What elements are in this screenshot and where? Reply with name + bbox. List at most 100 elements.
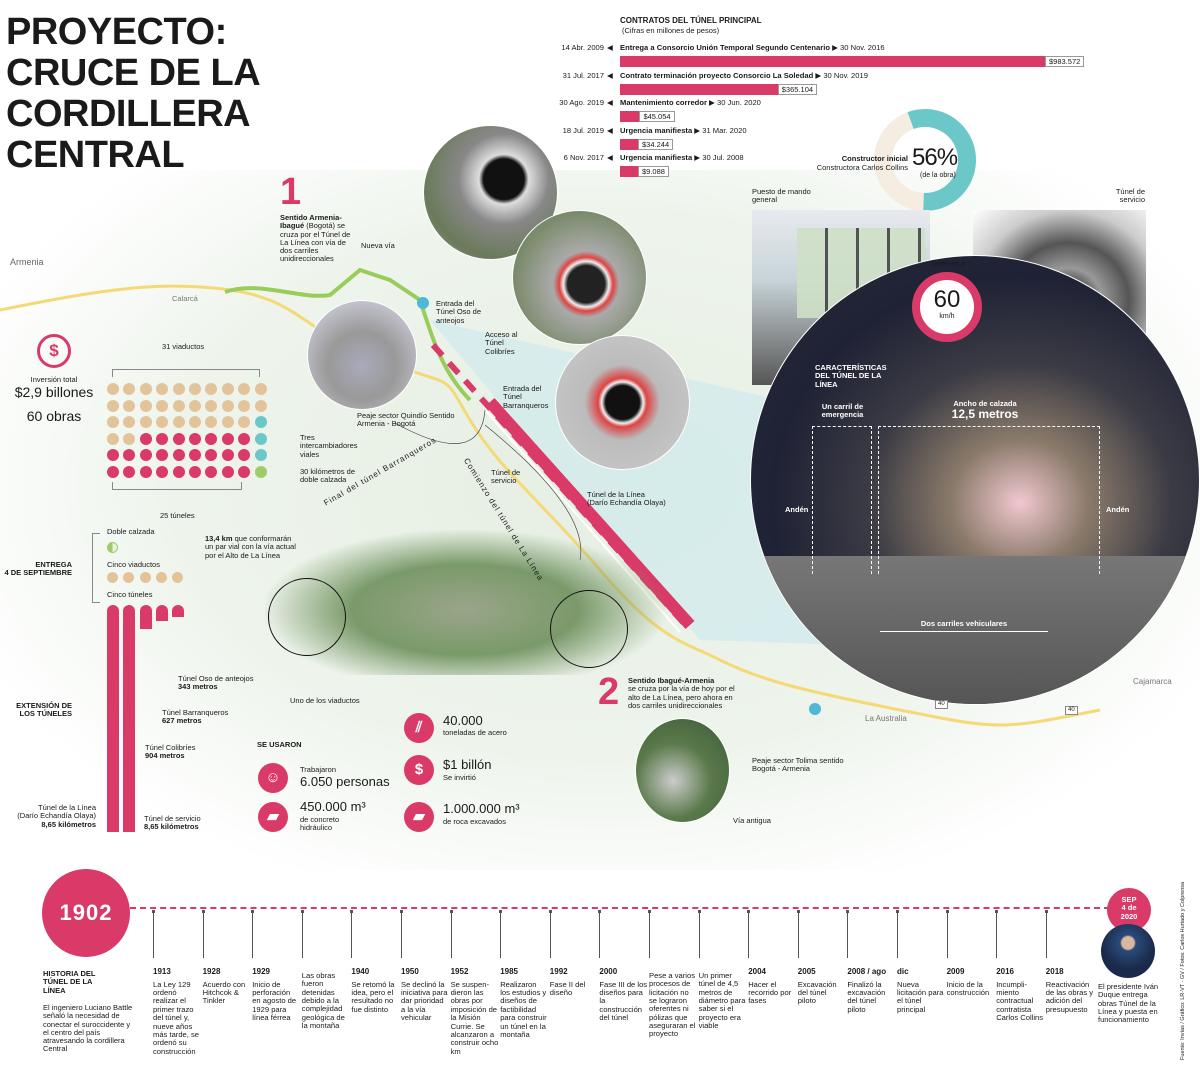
grid-dot — [107, 466, 119, 478]
grid-dot — [139, 383, 152, 395]
grid-dot — [254, 383, 267, 395]
contract-row: Entrega a Consorcio Unión Temporal Segun… — [620, 43, 885, 52]
timeline-item: Pese a varios procesos de licitación no … — [649, 968, 697, 1039]
timeline-tick — [598, 910, 602, 958]
grid-dot — [189, 383, 201, 395]
progress-donut — [874, 109, 976, 211]
grid-dot — [221, 466, 234, 478]
timeline-text: Inicio de perforación en agosto de 1929 … — [252, 979, 297, 1023]
timeline-item: Las obras fueron detenidas debido a la c… — [302, 968, 350, 1030]
timeline-tick — [449, 910, 453, 958]
timeline-year: 1952 — [450, 967, 469, 976]
t-name2: (Darío Echandía Olaya) — [17, 811, 96, 821]
timeline-text: Pese a varios procesos de licitación no … — [649, 971, 696, 1039]
grid-dot — [238, 383, 251, 395]
grid-dot — [172, 432, 185, 445]
arrow-left-icon: ◀ — [607, 153, 613, 162]
contract-row: Mantenimiento corredor ▶ 30 Jun. 2020 — [620, 98, 761, 107]
arrow-right-icon: ▶ — [692, 153, 703, 162]
workers-pre: Trabajaron — [300, 765, 336, 774]
grid-dot — [172, 383, 185, 395]
contract-end: 31 Mar. 2020 — [702, 125, 747, 135]
concrete-truck-icon: ▰ — [258, 802, 288, 832]
grid-dot — [123, 466, 136, 478]
grid-dot — [254, 399, 267, 412]
timeline-text: Las obras fueron detenidas debido a la c… — [301, 971, 345, 1031]
timeline-year: 1940 — [351, 967, 370, 976]
grid-dot — [156, 399, 169, 412]
emergency-lane-bracket — [812, 426, 872, 574]
timeline-tick — [896, 910, 899, 958]
steel-bars-icon: ⫽ — [404, 713, 434, 743]
grid-dot — [123, 432, 136, 445]
timeline-year: 2009 — [946, 967, 965, 976]
arrow-left-icon: ◀ — [607, 43, 613, 52]
route-40-sign: 40 — [1065, 706, 1078, 715]
grid-dot — [123, 449, 136, 462]
arrow-right-icon: ▶ — [706, 98, 717, 107]
arrow-right-icon: ▶ — [813, 70, 824, 80]
characteristics-heading: CARACTERÍSTICAS DEL TÚNEL DE LA LÍNEA — [815, 363, 887, 389]
contract-name: Mantenimiento corredor — [620, 98, 707, 107]
arrow-right-icon: ▶ — [829, 43, 841, 52]
steel-value: 40.000 — [443, 713, 483, 728]
grid-dot — [123, 416, 136, 429]
t-name: Túnel de servicio — [144, 814, 201, 823]
contract-value: $983.572 — [1045, 56, 1085, 67]
t-name: Túnel Barranqueros — [162, 708, 229, 717]
end-l3: 2020 — [1120, 911, 1138, 921]
t-name: Túnel Oso de anteojos — [178, 674, 254, 683]
timeline-tick — [648, 910, 651, 958]
city-armenia: Armenia — [10, 257, 44, 267]
grid-dot — [189, 416, 201, 429]
arrow-left-icon: ◀ — [607, 125, 613, 135]
grid-dot — [189, 466, 201, 478]
delivery-label-2: 4 DE SEPTIEMBRE — [4, 568, 72, 578]
new-road — [224, 267, 472, 402]
contracts-subtitle: (Cifras en millones de pesos) — [622, 26, 720, 35]
timeline-year: 2005 — [797, 967, 816, 976]
grid-dot — [172, 399, 185, 412]
money-icon: $ — [404, 755, 434, 785]
timeline-year: dic — [897, 967, 909, 976]
workers-value: 6.050 personas — [300, 774, 390, 789]
emergency-lane-label: Un carril de emergencia — [821, 402, 864, 420]
la-linea-name2: (Darío Echandía Olaya) — [587, 498, 666, 508]
timeline-year: 1928 — [202, 967, 221, 976]
viaduct-dot — [172, 572, 184, 583]
rock-value: 1.000.000 m³ — [443, 801, 520, 816]
grid-dot — [156, 383, 169, 395]
toll-quindio-label: Peaje sector Quindío Sentido Armenia - B… — [357, 411, 455, 429]
credit: Fuente: Invías / Gráfico: LR-VT - GV / F… — [1180, 881, 1186, 1060]
timeline-year: 2016 — [996, 967, 1014, 976]
progress-percent: 56% — [912, 144, 958, 171]
timeline-tick — [846, 910, 850, 958]
contract-bar — [620, 111, 640, 122]
timeline-intro: El ingeniero Luciano Battle señaló la ne… — [43, 1003, 133, 1054]
oso-entrance-label: Entrada del Túnel Oso de anteojos — [436, 299, 482, 325]
grid-dot — [156, 449, 169, 462]
grid-dot — [107, 383, 119, 395]
grid-dot — [238, 416, 251, 429]
grid-dot — [156, 432, 169, 445]
contract-start: 14 Abr. 2009 — [561, 43, 604, 52]
grid-dot — [107, 449, 119, 462]
service-tunnel-label: Túnel de servicio — [1115, 187, 1145, 205]
grid-dot — [123, 383, 136, 395]
delivery-bracket — [92, 533, 100, 603]
speed-label: Operará a — [931, 259, 965, 268]
timeline-tick — [697, 910, 701, 958]
bracket-bottom — [112, 482, 242, 490]
contract-bar — [620, 56, 1045, 67]
timeline-tick — [747, 910, 751, 958]
